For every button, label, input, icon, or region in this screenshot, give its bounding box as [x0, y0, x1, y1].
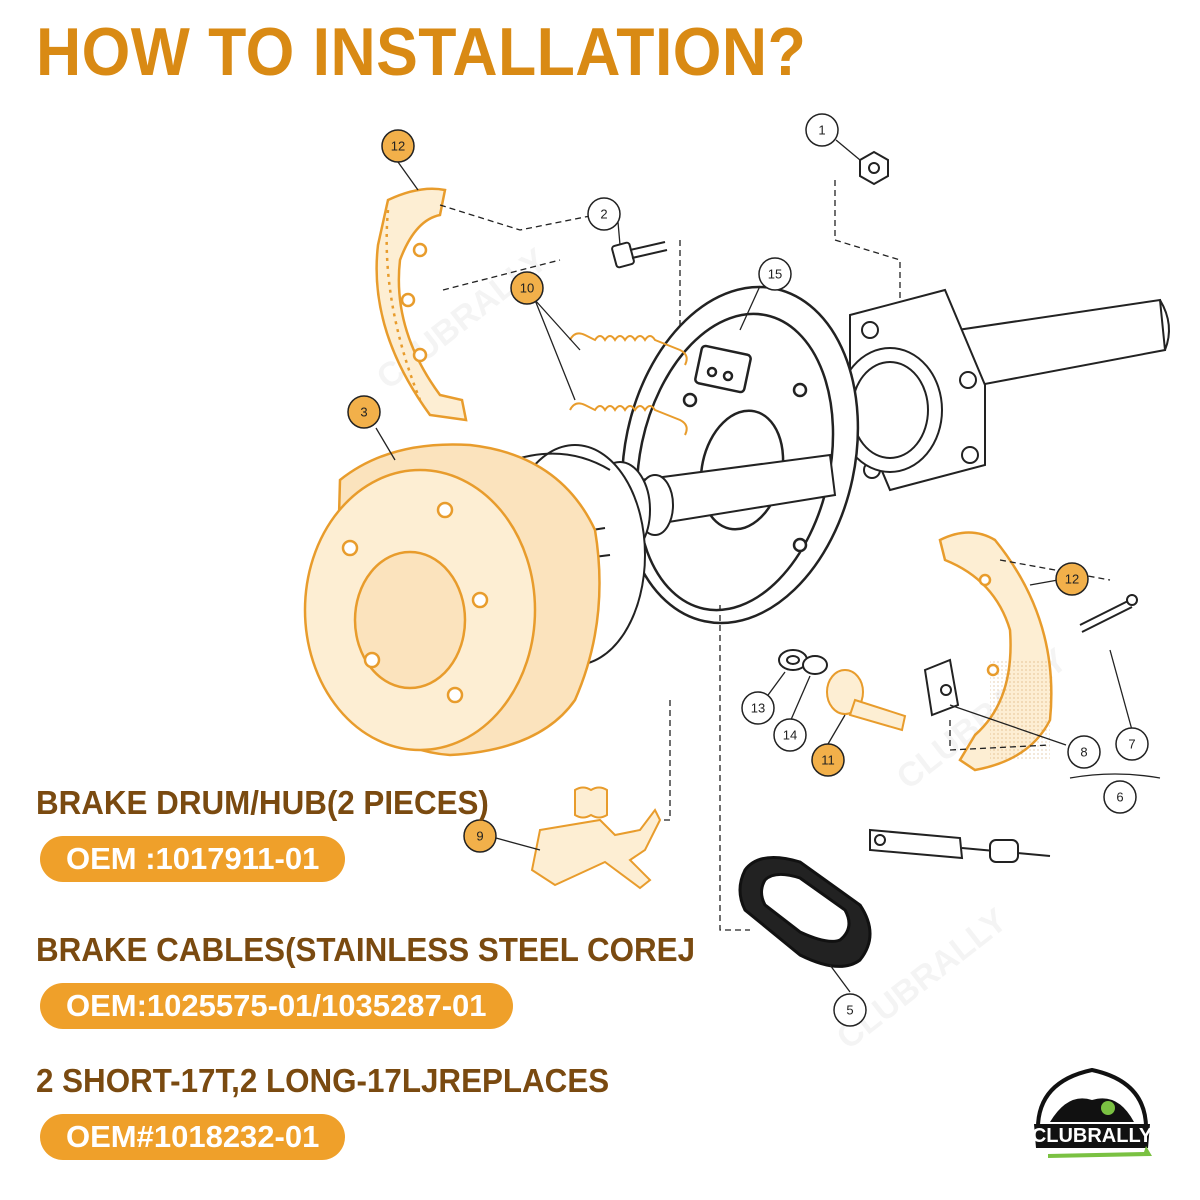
svg-text:3: 3 — [360, 405, 367, 420]
svg-text:13: 13 — [751, 701, 765, 716]
callout-7: 7 — [1115, 727, 1149, 761]
svg-text:12: 12 — [1065, 572, 1079, 587]
callout-2: 2 — [587, 197, 621, 231]
svg-text:2: 2 — [600, 207, 607, 222]
callout-6: 6 — [1103, 780, 1137, 814]
callout-10: 10 — [510, 271, 544, 305]
spec-heading-brake-drum: BRAKE DRUM/HUB(2 PIECES) — [36, 784, 489, 821]
cable-end — [869, 828, 1051, 863]
callout-5: 5 — [833, 993, 867, 1027]
svg-text:CLUBRALLY: CLUBRALLY — [1032, 1125, 1153, 1147]
svg-text:9: 9 — [476, 829, 483, 844]
axle-flange — [837, 288, 986, 492]
svg-text:6: 6 — [1116, 790, 1123, 805]
clubrally-logo: CLUBRALLY — [1032, 1067, 1153, 1158]
leader-lines — [439, 180, 1111, 931]
callout-12-upper: 12 — [381, 129, 415, 163]
callout-connectors — [375, 139, 1161, 993]
brake-shoe-lower — [938, 531, 1053, 772]
nut-part-1 — [859, 150, 889, 186]
oem-pill-brake-cables: OEM:1025575-01/1035287-01 — [40, 983, 513, 1029]
page-title: HOW TO INSTALLATION? — [36, 14, 807, 90]
callout-8: 8 — [1067, 735, 1101, 769]
cable-boot-part-5 — [738, 856, 872, 968]
callout-11: 11 — [811, 743, 845, 777]
lever-part-9 — [530, 786, 662, 890]
callout-13: 13 — [741, 691, 775, 725]
spec-heading-springs: 2 SHORT-17T,2 LONG-17LJREPLACES — [36, 1062, 610, 1099]
bolt-part-2 — [611, 241, 668, 269]
adjuster-parts — [778, 649, 828, 675]
pin-part-7 — [1079, 594, 1138, 633]
callout-1: 1 — [805, 113, 839, 147]
callout-9: 9 — [463, 819, 497, 853]
callout-12-lower: 12 — [1055, 562, 1089, 596]
svg-text:14: 14 — [783, 728, 797, 743]
callout-3: 3 — [347, 395, 381, 429]
svg-text:11: 11 — [821, 753, 835, 768]
oem-pill-brake-drum: OEM :1017911-01 — [40, 836, 346, 882]
spec-heading-brake-cables: BRAKE CABLES(STAINLESS STEEL COREJ — [36, 931, 696, 968]
callout-14: 14 — [773, 718, 807, 752]
svg-text:12: 12 — [391, 139, 405, 154]
brake-shoe-upper — [375, 187, 468, 422]
callout-15: 15 — [758, 257, 792, 291]
clip-part-8 — [923, 658, 960, 717]
svg-text:7: 7 — [1128, 737, 1135, 752]
svg-text:8: 8 — [1080, 745, 1087, 760]
svg-text:15: 15 — [768, 267, 782, 282]
svg-text:1: 1 — [818, 123, 825, 138]
return-springs — [569, 332, 688, 436]
svg-text:10: 10 — [520, 281, 534, 296]
svg-text:5: 5 — [846, 1003, 853, 1018]
adjuster-screw — [826, 669, 907, 732]
oem-pill-springs: OEM#1018232-01 — [40, 1114, 346, 1160]
brake-drum — [303, 443, 601, 757]
